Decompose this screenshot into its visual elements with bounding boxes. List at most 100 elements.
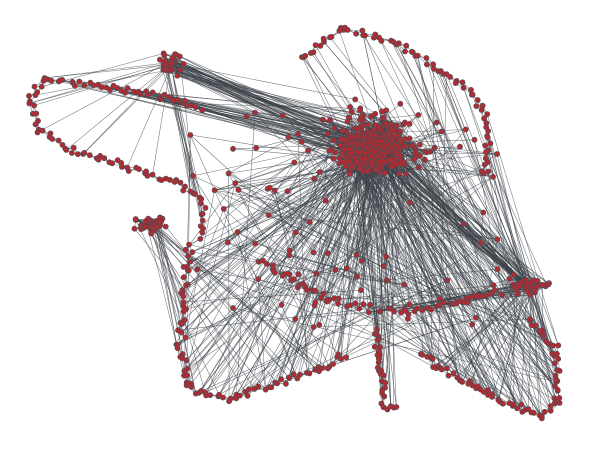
graph-edge — [316, 273, 405, 285]
graph-node — [506, 275, 513, 282]
graph-node — [397, 128, 403, 135]
graph-node — [38, 83, 45, 90]
graph-node — [406, 121, 413, 127]
graph-edge — [135, 219, 220, 395]
graph-node — [438, 128, 445, 135]
graph-node — [397, 152, 404, 159]
graph-node — [186, 241, 192, 248]
graph-edge — [35, 70, 167, 96]
graph-node — [338, 159, 345, 165]
graph-node — [182, 246, 189, 253]
graph-node — [185, 267, 192, 274]
graph-edge — [179, 56, 196, 195]
graph-node — [430, 65, 437, 72]
graph-node — [192, 104, 199, 111]
graph-edge — [446, 285, 528, 369]
graph-edge — [187, 157, 369, 285]
graph-node — [310, 49, 317, 56]
graph-node — [31, 83, 38, 90]
graph-edge — [228, 173, 230, 402]
graph-node — [484, 134, 491, 141]
graph-node — [460, 84, 467, 91]
graph-node — [485, 128, 491, 134]
graph-edge — [472, 239, 498, 386]
graph-edge — [383, 176, 494, 267]
graph-node — [124, 85, 131, 91]
graph-node — [416, 141, 423, 148]
graph-edge — [171, 63, 356, 100]
graph-node — [348, 132, 355, 139]
graph-node — [367, 153, 374, 160]
graph-node — [403, 42, 410, 49]
graph-edge — [389, 152, 485, 393]
graph-edge — [440, 70, 515, 275]
graph-node — [197, 200, 204, 207]
graph-edge — [228, 173, 467, 299]
graph-edge — [126, 63, 173, 168]
graph-edge — [419, 155, 477, 318]
graph-edge — [169, 64, 352, 137]
graph-edge — [245, 223, 464, 393]
graph-edge — [254, 112, 532, 413]
graph-edge — [348, 143, 558, 391]
graph-edge — [237, 231, 256, 244]
graph-node — [347, 104, 353, 110]
graph-node — [383, 107, 390, 114]
graph-edge — [354, 146, 378, 329]
graph-node — [390, 127, 397, 134]
graph-node — [181, 97, 188, 104]
graph-node — [70, 144, 77, 151]
graph-edge — [446, 74, 535, 292]
graph-edge — [268, 128, 335, 216]
graph-edge — [258, 159, 391, 280]
graph-node — [346, 170, 353, 177]
graph-edge — [82, 64, 170, 155]
graph-node — [376, 124, 383, 130]
graph-node — [346, 159, 353, 165]
graph-node — [352, 96, 359, 103]
graph-node — [49, 136, 56, 142]
graph-node — [372, 166, 379, 173]
graph-edge — [319, 171, 477, 319]
graph-node — [187, 102, 194, 109]
graph-node — [423, 61, 430, 68]
graph-edge — [366, 168, 558, 391]
graph-node — [199, 229, 206, 236]
graph-node — [482, 142, 489, 149]
graph-edge — [407, 318, 481, 390]
graph-edge — [66, 62, 173, 151]
graph-edge — [442, 73, 528, 286]
graph-node — [395, 40, 402, 47]
graph-edge — [385, 174, 407, 383]
graph-edge — [192, 251, 405, 285]
graph-node — [125, 168, 132, 174]
graph-node — [487, 140, 494, 147]
graph-edge — [498, 282, 527, 401]
graph-node — [346, 146, 353, 152]
graph-node — [385, 130, 392, 137]
graph-edge — [419, 155, 423, 355]
graph-edge — [491, 282, 531, 397]
graph-node — [376, 34, 382, 41]
graph-node — [180, 263, 187, 270]
graph-edge — [155, 223, 182, 294]
graph-edge — [509, 284, 519, 404]
graph-node — [312, 42, 319, 48]
graph-edge — [167, 67, 365, 147]
graph-edge — [326, 166, 346, 302]
graph-edge — [227, 242, 317, 274]
graph-edge — [238, 189, 336, 271]
graph-node — [433, 119, 440, 126]
graph-node — [516, 283, 523, 290]
graph-edge — [44, 61, 176, 79]
graph-node — [32, 92, 39, 98]
graph-edge — [192, 140, 356, 177]
graph-edge — [516, 289, 557, 382]
graph-edge — [183, 145, 413, 376]
graph-edge — [82, 64, 173, 155]
graph-node — [114, 85, 121, 91]
graph-edge — [152, 92, 372, 147]
graph-node — [145, 215, 152, 222]
graph-node — [149, 171, 156, 178]
graph-node — [199, 107, 206, 114]
